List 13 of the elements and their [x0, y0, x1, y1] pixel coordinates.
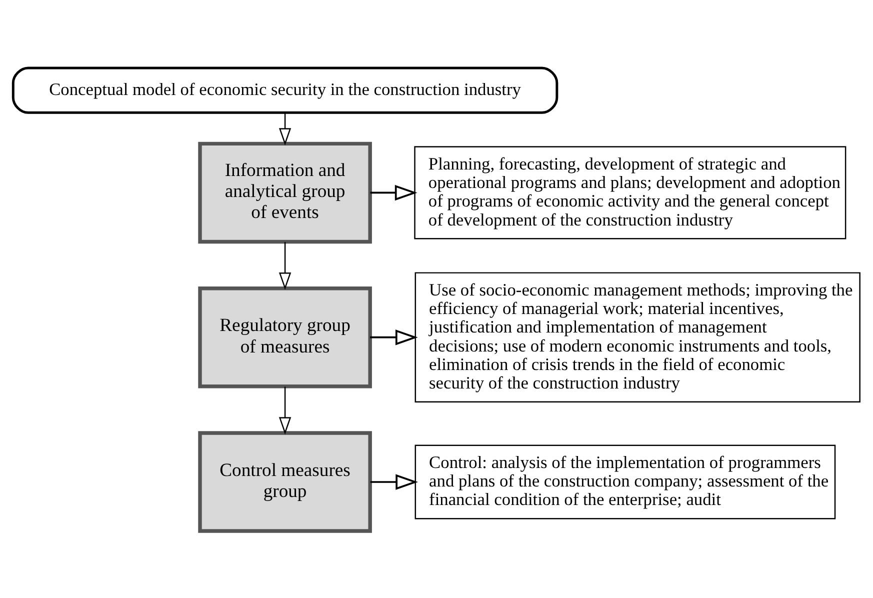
- arrow: [278, 386, 292, 434]
- arrow: [278, 112, 292, 145]
- node-box: Regulatory group of measures: [198, 286, 372, 388]
- arrow: [370, 184, 418, 200]
- node-box: Use of socio-economic management methods; improving the efficiency of managerial work; material incentives, justification and implementation of management decisions; use of modern economic instruments and tools, elimination of crisis trends in the field of economic security of the construction industry: [414, 272, 860, 402]
- node-box: Planning, forecasting, development of strategic and operational programs and plans; development and adoption of programs of economic activity and the general concept of development of the construction industry: [414, 146, 846, 239]
- arrow: [370, 329, 418, 345]
- node-box: Control: analysis of the implementation of programmers and plans of the construction company; assessment of the financial condition of the enterprise; audit: [414, 444, 836, 519]
- node-box: Control measures group: [198, 430, 372, 532]
- arrow: [370, 474, 418, 490]
- node-box: Information and analytical group of events: [198, 141, 372, 244]
- node-box: Conceptual model of economic security in the construction industry: [12, 66, 558, 114]
- arrow: [278, 242, 292, 290]
